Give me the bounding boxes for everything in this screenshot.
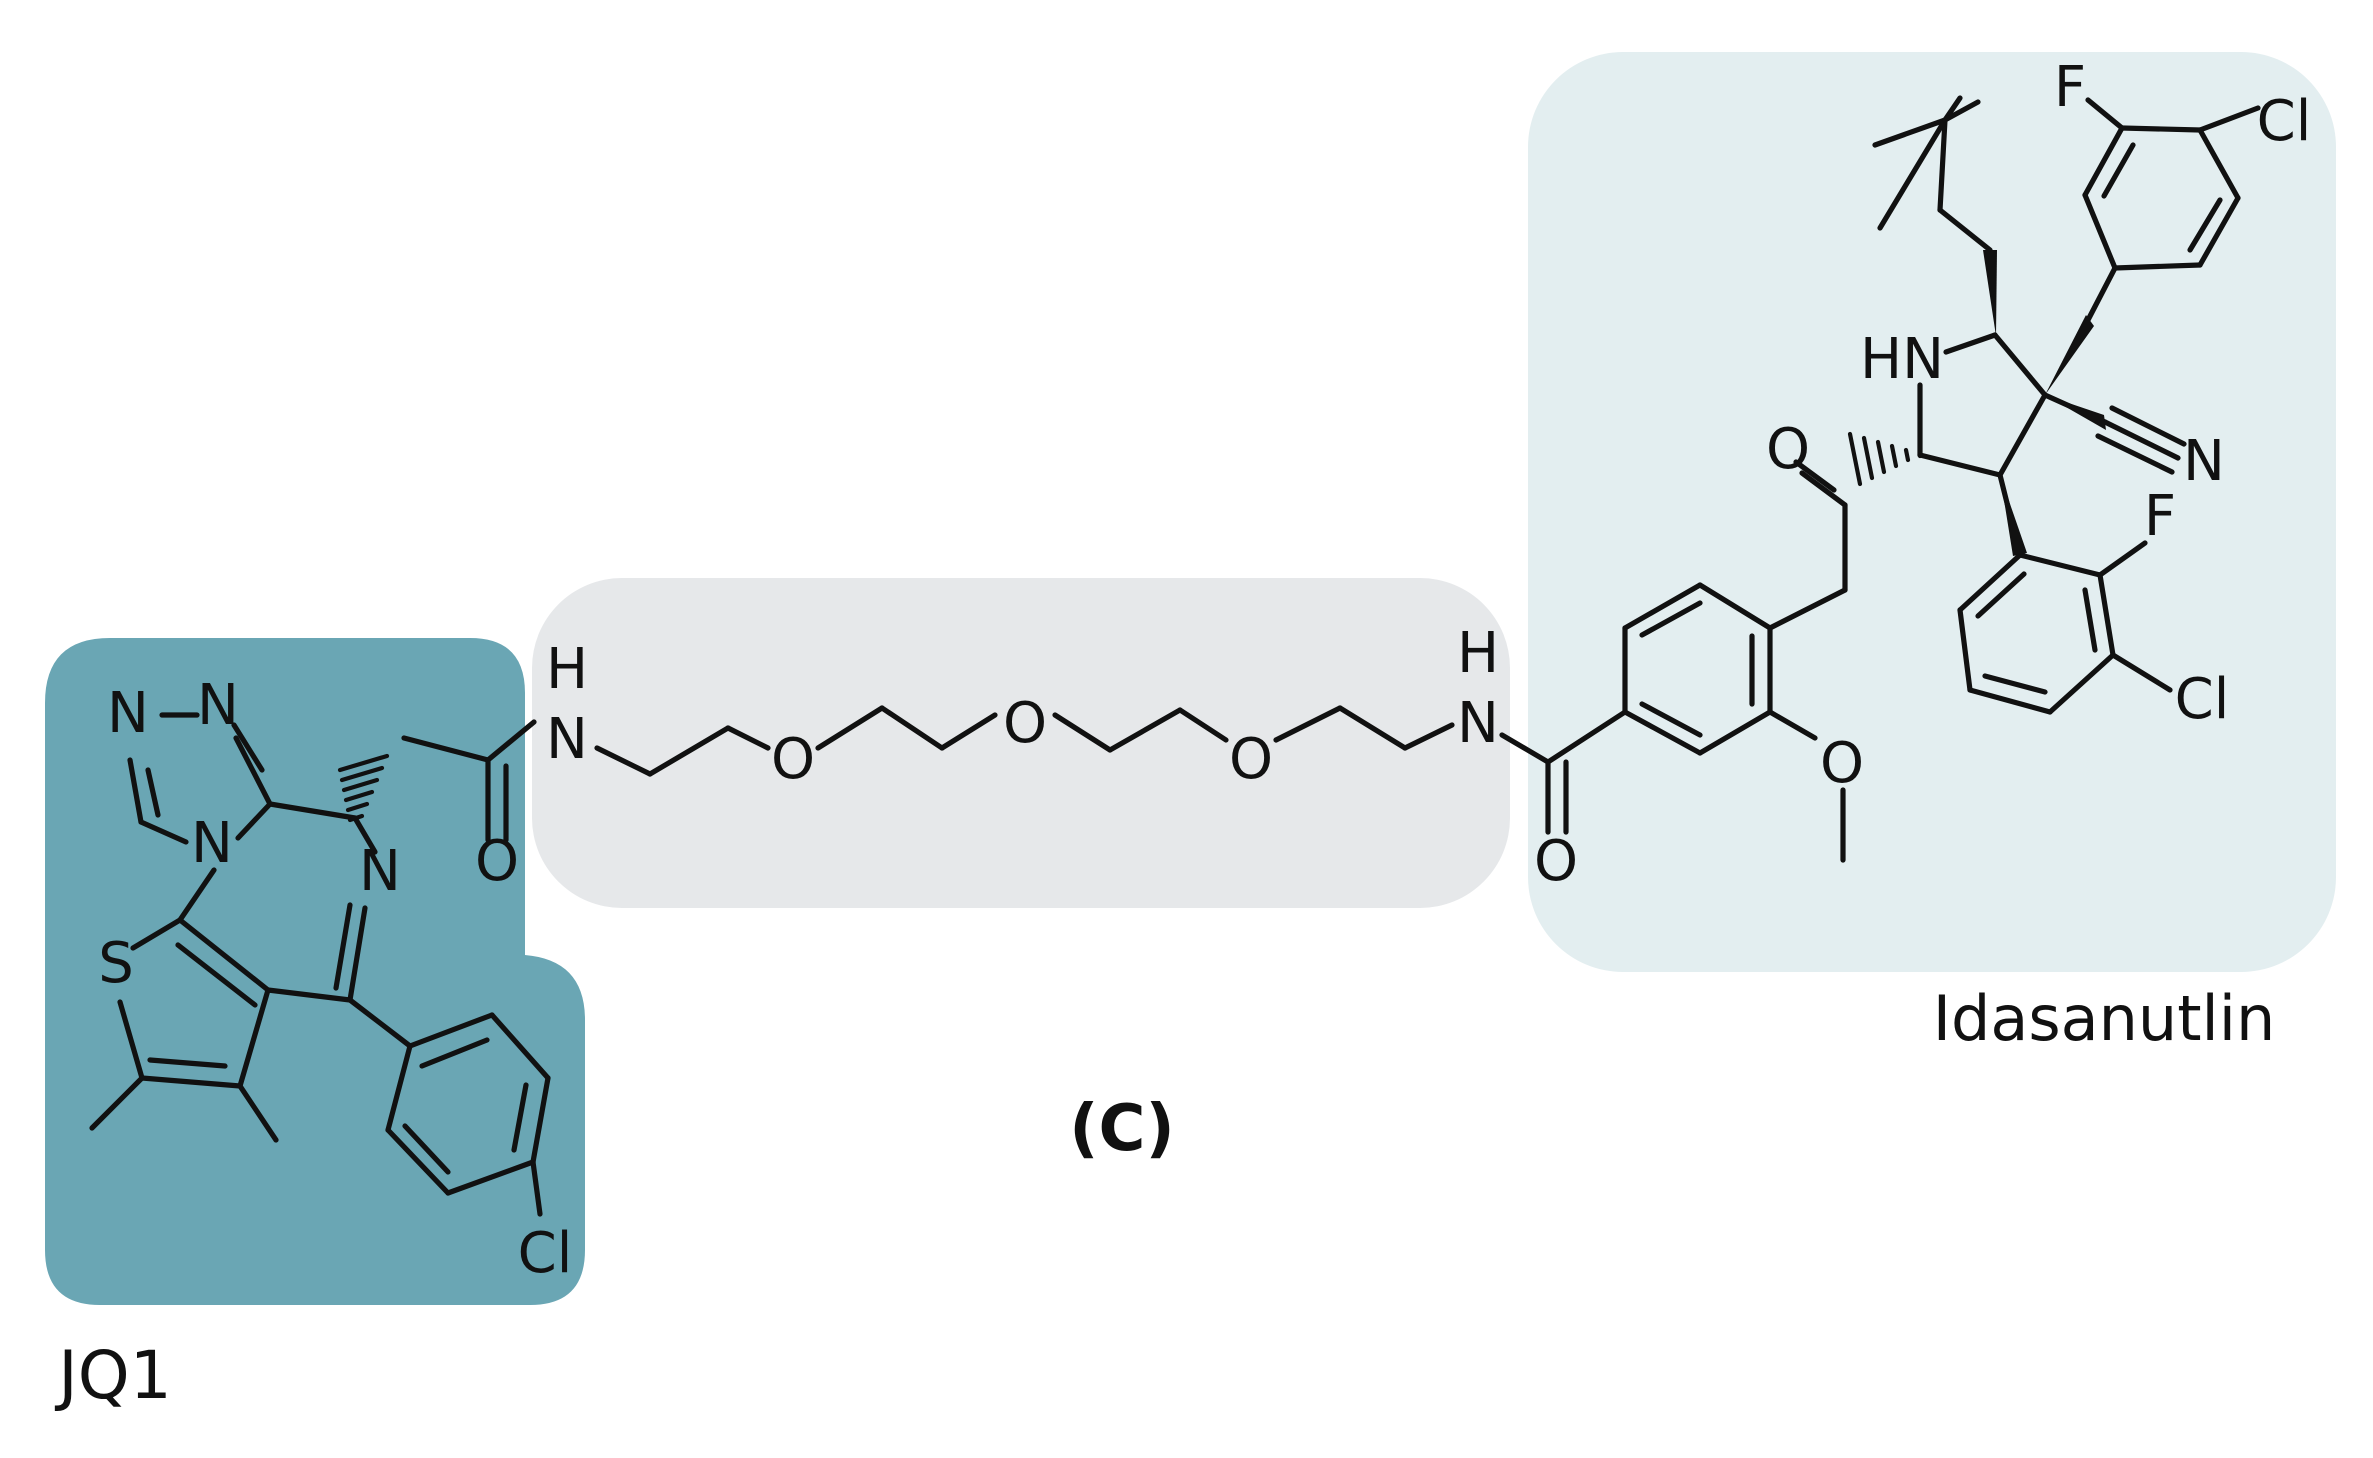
atom-f-bottom: F	[2144, 484, 2176, 549]
atom-n-nitrile: N	[2183, 429, 2225, 494]
atom-n-triazole-3: N	[191, 811, 233, 876]
jq1-bonds	[89, 712, 551, 1217]
atom-f-top: F	[2054, 55, 2086, 120]
atom-o-peg-2: O	[1003, 691, 1047, 756]
atom-cl-jq1: Cl	[518, 1221, 573, 1286]
jq1-stereo-hash	[337, 753, 390, 823]
atom-n-triazole-2: N	[197, 673, 239, 738]
jq1-highlight-region	[45, 638, 585, 1305]
atom-n-amide-1: N	[546, 707, 588, 772]
atom-h-amide-2: H	[1457, 621, 1499, 686]
label-idasanutlin: Idasanutlin	[1933, 982, 2276, 1055]
atom-o-methoxy: O	[1820, 731, 1864, 796]
atom-o-amide-1: O	[475, 829, 519, 894]
atom-n-triazole-1: N	[107, 681, 149, 746]
idasanutlin-stereo	[1847, 250, 2106, 556]
atom-o-peg-3: O	[1229, 727, 1273, 792]
atom-o-amide-2: O	[1534, 829, 1578, 894]
atom-o-peg-1: O	[771, 727, 815, 792]
atom-s-thiophene: S	[98, 931, 134, 996]
atom-cl-top: Cl	[2257, 89, 2312, 154]
atom-h-amide-1: H	[546, 637, 588, 702]
atom-n-amide-2: N	[1457, 691, 1499, 756]
linker-highlight-region	[532, 578, 1510, 908]
panel-label: (C)	[1069, 1092, 1174, 1166]
jq1-atoms: N N N N S Cl O	[98, 673, 572, 1286]
linker-bonds	[594, 705, 1455, 777]
label-jq1: JQ1	[54, 1337, 171, 1414]
atom-n-diazepine: N	[359, 839, 401, 904]
idasanutlin-atoms: O O O HN N F Cl F Cl	[1534, 55, 2311, 894]
idasanutlin-highlight-region	[1528, 52, 2336, 972]
atom-o-ketone: O	[1766, 417, 1810, 482]
linker-atoms: N H O O O N H	[546, 621, 1499, 792]
atom-cl-bottom: Cl	[2175, 667, 2230, 732]
atom-hn-pyrrolidine: HN	[1860, 327, 1944, 392]
